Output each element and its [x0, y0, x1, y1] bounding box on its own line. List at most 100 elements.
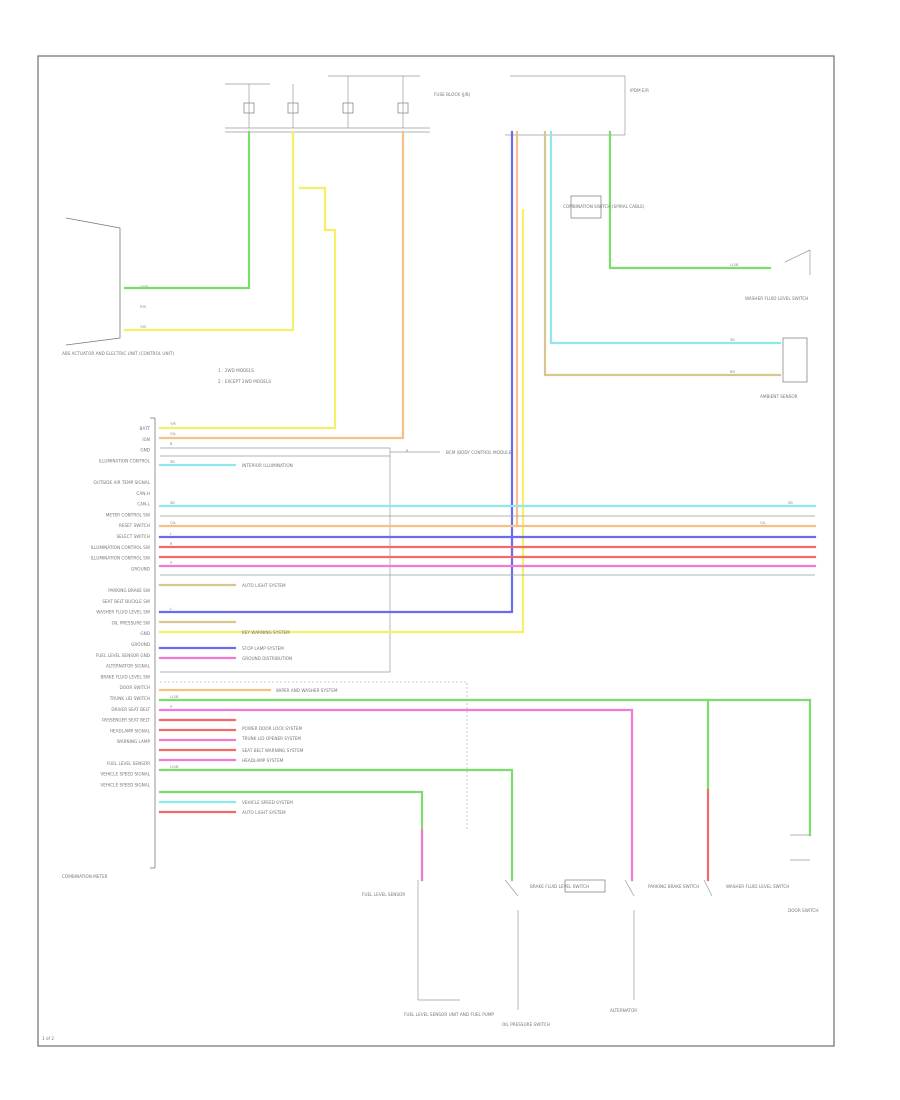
meter-pin-label: DOOR SWITCH	[120, 685, 150, 690]
diagram-frame	[37, 55, 835, 1047]
fuse-4	[397, 76, 409, 128]
wc-12: P	[170, 705, 173, 709]
wire-yellow-meter	[158, 186, 337, 430]
components: FUEL LEVEL SENSOR FUEL LEVEL SENSOR UNIT…	[362, 204, 818, 1027]
meter-pin-label: SEAT BELT BUCKLE SW	[102, 599, 150, 604]
wc-9: P	[170, 561, 173, 565]
ipdm-relay	[570, 195, 602, 219]
wire-tan-ambient	[543, 130, 782, 377]
meter-pin-label: CAN-H	[136, 491, 150, 496]
meter-pin-label: WASHER FLUID LEVEL SW	[96, 610, 150, 615]
note-auto-2: AUTO LIGHT SYSTEM	[242, 810, 286, 815]
note-illum: INTERIOR ILLUMINATION	[242, 463, 293, 468]
wire-blue-ipdm	[158, 130, 514, 614]
fuse-2	[287, 84, 299, 128]
wire-green-washer	[608, 130, 772, 270]
meter-pin-label: PARKING BRAKE SW	[108, 588, 150, 593]
wire-green-fuel	[158, 790, 424, 882]
legend-2: 2 : EXCEPT 2WD MODELS	[218, 379, 271, 384]
note-auto: AUTO LIGHT SYSTEM	[242, 583, 286, 588]
note-ground: GROUND DISTRIBUTION	[242, 656, 292, 661]
wc-2: O/L	[170, 432, 176, 436]
washer-level-switch-top: WASHER FLUID LEVEL SWITCH	[745, 249, 811, 301]
wire-yellow-abs	[123, 130, 295, 332]
abs-wire-3-code: Y/B	[140, 325, 146, 329]
wire-pink-brake	[158, 708, 634, 882]
wire-orange-batt	[158, 130, 405, 440]
wire-gray-gnd-1	[160, 447, 391, 673]
label-alt: ALTERNATOR	[610, 1008, 637, 1013]
wire-green-abs	[123, 130, 251, 290]
wc-17: SB	[730, 338, 735, 342]
note-stop: STOP LAMP SYSTEM	[242, 646, 284, 651]
note-door: POWER DOOR LOCK SYSTEM	[242, 726, 302, 731]
wc-1: Y/R	[170, 422, 176, 426]
fuse-1	[243, 84, 255, 128]
washer-switch: WASHER FLUID LEVEL SWITCH	[703, 879, 789, 897]
label-fuel-unit: FUEL LEVEL SENSOR UNIT AND FUEL PUMP	[404, 1012, 494, 1017]
meter-pin-label: GND	[140, 448, 150, 453]
meter-pin-label: FUEL LEVEL SENSOR GND	[96, 653, 150, 658]
wires	[123, 130, 817, 882]
meter-pin-label: FUEL LEVEL SENSOR	[107, 761, 150, 766]
wc-19: B	[406, 449, 409, 453]
wire-green-alt	[158, 698, 812, 837]
ipdm-label: IPDM E/R	[630, 88, 649, 93]
wc-6: O/L	[170, 521, 176, 525]
fuse-block-label: FUSE BLOCK (J/B)	[434, 92, 471, 97]
label-door-sw: DOOR SWITCH	[788, 908, 818, 913]
combination-meter: COMBINATION METER BATTIGNGNDILLUMINATION…	[62, 417, 156, 879]
label-steering: COMBINATION SWITCH (SPIRAL CABLE)	[563, 204, 645, 209]
fuse-3	[342, 76, 354, 128]
wc-14: SB	[788, 501, 793, 505]
bcm-ref: BCM (BODY CONTROL MODULE)	[446, 450, 513, 455]
fuse-block: FUSE BLOCK (J/B)	[225, 75, 471, 133]
note-trunk: TRUNK LID OPENER SYSTEM	[241, 736, 301, 741]
wc-7: L	[170, 532, 172, 536]
wire-green-warn	[158, 768, 514, 882]
oil-pressure-switch: OIL PRESSURE SWITCH	[502, 879, 550, 1027]
wc-10: L	[170, 607, 172, 611]
wc-16: LG/B	[730, 263, 739, 267]
wc-13: LG/B	[170, 765, 179, 769]
abs-module-label: ABS ACTUATOR AND ELECTRIC UNIT (CONTROL …	[62, 351, 174, 356]
meter-pin-label: OUTSIDE AIR TEMP SIGNAL	[94, 480, 151, 485]
note-spd: VEHICLE SPEED SYSTEM	[242, 800, 293, 805]
label-washer: WASHER FLUID LEVEL SWITCH	[726, 884, 789, 889]
wc-3: B	[170, 442, 173, 446]
meter-pin-label: VEHICLE SPEED SIGNAL	[100, 772, 150, 777]
label-oil-sw: OIL PRESSURE SWITCH	[502, 1022, 550, 1027]
meter-pin-label: ILLUMINATION CONTROL SW	[91, 556, 150, 561]
meter-pin-label: HEADLAMP SIGNAL	[110, 728, 151, 733]
meter-pin-label: IGN	[142, 437, 150, 442]
door-switch: DOOR SWITCH	[788, 834, 818, 913]
meter-pin-label: METER CONTROL SW	[106, 512, 150, 517]
combination-meter-label: COMBINATION METER	[62, 874, 108, 879]
meter-pin-label: ALTERNATOR SIGNAL	[106, 664, 151, 669]
ambient-sensor: AMBIENT SENSOR	[760, 337, 808, 399]
wc-15: O/L	[760, 521, 766, 525]
parking-brake-switch: PARKING BRAKE SWITCH ALTERNATOR	[610, 879, 699, 1013]
wc-11: LG/B	[170, 695, 179, 699]
meter-pin-label: DRIVER SEAT BELT	[111, 707, 150, 712]
label-park-sw: PARKING BRAKE SWITCH	[648, 884, 699, 889]
meter-pin-label: CAN-L	[137, 502, 150, 507]
abs-module: ABS ACTUATOR AND ELECTRIC UNIT (CONTROL …	[62, 217, 271, 384]
wc-8: R	[170, 542, 173, 546]
meter-pin-label: SELECT SWITCH	[116, 534, 150, 539]
meter-pin-label: GROUND	[131, 642, 150, 647]
footer-code: 1 of 2	[42, 1036, 54, 1041]
label-fuel-gauge: FUEL LEVEL SENSOR	[362, 892, 405, 897]
wc-18: BR	[730, 370, 735, 374]
label-brake-sw: BRAKE FLUID LEVEL SWITCH	[530, 884, 589, 889]
ipdm-block: IPDM E/R	[505, 75, 649, 219]
wire-yellow-ipdm	[158, 208, 525, 634]
meter-pin-label: GND	[140, 631, 150, 636]
meter-pin-label: ILLUMINATION CONTROL SW	[91, 545, 150, 550]
wire-code-labels: Y/R O/L B SB SB O/L L R P L LG/B P LG/B …	[170, 263, 793, 769]
meter-pin-label: OIL PRESSURE SW	[112, 620, 150, 625]
meter-pin-label: RESET SWITCH	[119, 523, 150, 528]
meter-pin-label: GROUND	[131, 566, 150, 571]
